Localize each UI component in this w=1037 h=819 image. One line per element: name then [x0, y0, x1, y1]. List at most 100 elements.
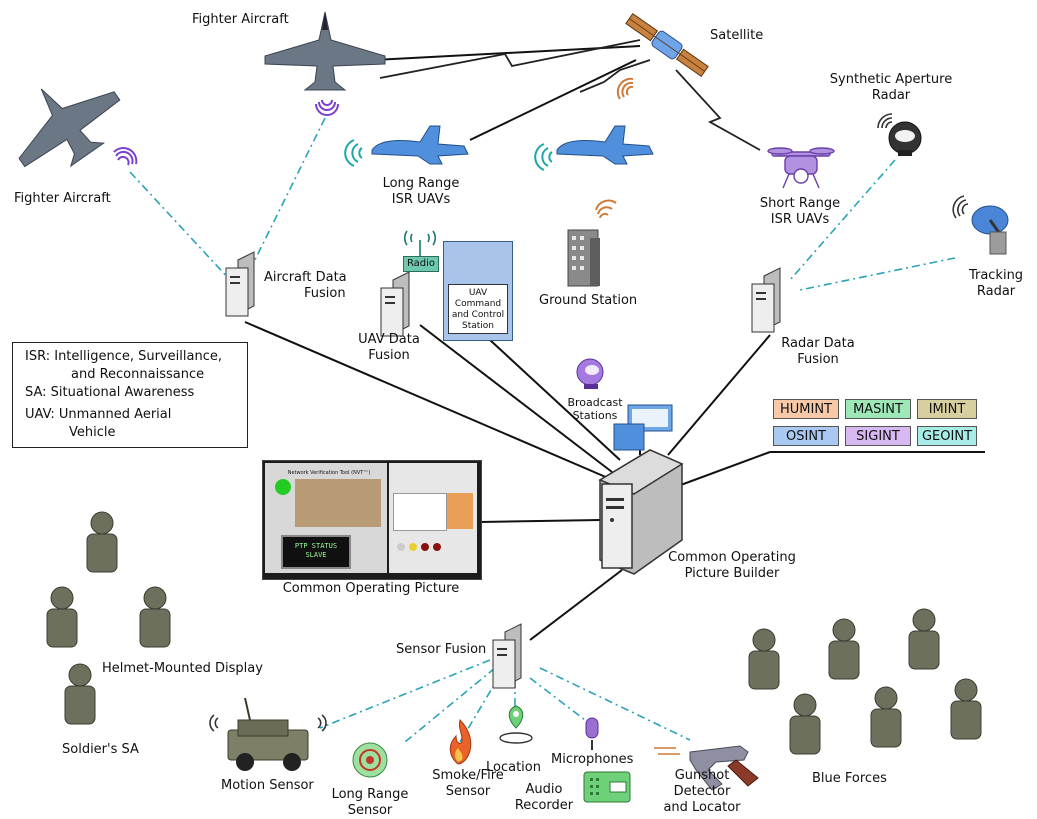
link-int-to-builder — [677, 451, 771, 487]
label-radar-fusion: Radar Data Fusion — [774, 336, 862, 368]
uav-cc-label: UAV Command and Control Station — [448, 284, 508, 334]
short-range-drone-icon — [767, 147, 835, 189]
legend-line-2: and Reconnaissance — [71, 367, 205, 382]
label-sar-line-2: Radar — [871, 88, 911, 103]
label-broadcast-line-2: Stations — [572, 409, 618, 422]
zigzag-satellite-short-uav — [675, 69, 761, 151]
signal-tracking-icon — [952, 195, 969, 219]
label-aircraft-fusion-line-1: Aircraft Data — [264, 270, 347, 285]
int-sigint: SIGINT — [845, 426, 911, 446]
label-lrs-line-2: Sensor — [347, 803, 393, 818]
server-aircraft-fusion-icon — [225, 251, 255, 317]
signal-fighter-top-icon — [315, 99, 339, 116]
data-highlight — [447, 493, 473, 529]
label-satellite: Satellite — [710, 28, 764, 43]
fire-icon — [449, 719, 472, 765]
led-indicator — [433, 543, 441, 551]
lcd-display: PTP STATUS SLAVE — [281, 535, 351, 569]
soldier-icon — [139, 586, 171, 648]
soldier-icon — [908, 608, 940, 670]
long-range-uav-1-icon — [371, 125, 469, 165]
legend-line-3: SA: Situational Awareness — [25, 385, 195, 400]
common-operating-picture-screen: Network Verification Tool (NVT™) PTP STA… — [262, 460, 482, 580]
link-radar-fusion-to-builder — [667, 334, 771, 456]
legend-line-5: Vehicle — [69, 425, 116, 440]
dd-motion — [319, 659, 491, 729]
uav-cc-line-4: Station — [462, 321, 494, 331]
label-sensor-fusion: Sensor Fusion — [396, 642, 487, 657]
soldier-icon — [950, 678, 982, 740]
label-gunshot-line-2: Detector — [673, 784, 731, 799]
label-smoke-line-1: Smoke/Fire — [432, 768, 504, 783]
label-smoke-line-2: Sensor — [445, 784, 491, 799]
led-indicator — [421, 543, 429, 551]
monitor-dashboard-icon — [613, 404, 673, 451]
link-uavcc-to-builder — [489, 339, 621, 461]
legend-line-4: UAV: Unmanned Aerial — [25, 407, 172, 422]
label-motion-sensor: Motion Sensor — [221, 778, 314, 793]
dd-fighter-left-to-fusion — [129, 171, 231, 281]
tracking-radar-icon — [971, 205, 1009, 255]
fighter-aircraft-left-icon — [18, 88, 121, 168]
fighter-aircraft-top-icon — [264, 11, 386, 91]
label-uav-fusion-line-1: UAV Data — [358, 332, 420, 347]
int-humint: HUMINT — [773, 399, 839, 419]
label-helmet-display: Helmet-Mounted Display — [102, 661, 263, 676]
label-sr-uav-line-2: ISR UAVs — [770, 212, 830, 227]
uav-cc-line-1: UAV — [468, 288, 488, 298]
label-uav-fusion-line-2: Fusion — [368, 348, 410, 363]
label-gunshot-line-3: and Locator — [663, 800, 741, 815]
radio-antenna-icon — [403, 230, 437, 256]
soldier-icon — [748, 628, 780, 690]
label-ground-station: Ground Station — [539, 293, 638, 308]
label-microphones: Microphones — [551, 752, 634, 767]
int-masint: MASINT — [845, 399, 911, 419]
wireless-links — [379, 39, 761, 151]
dd-fighter-top-to-fusion — [249, 117, 326, 271]
cop-right-panel — [389, 463, 477, 573]
revolver-icon — [689, 745, 759, 791]
lcd-line-2: SLAVE — [305, 551, 327, 559]
label-long-range-uavs: Long Range ISR UAVs — [376, 176, 466, 208]
led-indicator — [397, 543, 405, 551]
label-radar-fusion-line-1: Radar Data — [781, 336, 855, 351]
label-cop-builder-line-1: Common Operating — [668, 550, 796, 565]
sar-dish-icon — [888, 121, 922, 156]
speed-lines-icon — [654, 747, 680, 755]
audio-recorder-icon — [583, 771, 631, 803]
label-long-range-sensor: Long Range Sensor — [326, 787, 414, 819]
label-cop-builder: Common Operating Picture Builder — [662, 550, 802, 582]
int-imint: IMINT — [917, 399, 977, 419]
microphone-icon — [585, 717, 599, 750]
map-view — [295, 479, 381, 527]
label-audio-line-1: Audio — [525, 782, 563, 797]
zigzag-satellite-ground — [579, 59, 651, 93]
label-broadcast: Broadcast Stations — [560, 396, 630, 422]
led-indicator — [409, 543, 417, 551]
label-uav-fusion: UAV Data Fusion — [352, 332, 426, 364]
signal-uav-2-icon — [534, 143, 553, 171]
label-lr-uav-line-1: Long Range — [382, 176, 460, 191]
label-lr-uav-line-2: ISR UAVs — [391, 192, 451, 207]
uav-command-control-station: UAV Command and Control Station — [443, 241, 513, 341]
dd-long-range — [404, 667, 496, 743]
broadcast-station-icon — [576, 358, 604, 389]
server-uav-fusion-icon — [380, 271, 410, 337]
label-sr-uav-line-1: Short Range — [759, 196, 841, 211]
signal-ground-icon — [616, 77, 634, 100]
soldier-group-left — [46, 511, 171, 725]
signal-motion-icon — [209, 714, 327, 732]
signal-ground-station-icon — [595, 199, 617, 219]
label-fighter-top: Fighter Aircraft — [192, 12, 289, 27]
dd-tracking-to-radar-fusion — [799, 257, 956, 291]
label-sar-line-1: Synthetic Aperture — [829, 72, 953, 87]
server-cop-builder-icon — [598, 449, 684, 575]
label-lrs-line-1: Long Range — [331, 787, 409, 802]
label-sar: Synthetic Aperture Radar — [824, 72, 958, 104]
label-gunshot-line-1: Gunshot — [674, 768, 730, 783]
label-broadcast-line-1: Broadcast — [567, 396, 623, 409]
label-cop: Common Operating Picture — [282, 581, 460, 596]
long-range-sensor-icon — [352, 742, 388, 778]
int-geoint: GEOINT — [917, 426, 977, 446]
data-table — [393, 493, 447, 531]
